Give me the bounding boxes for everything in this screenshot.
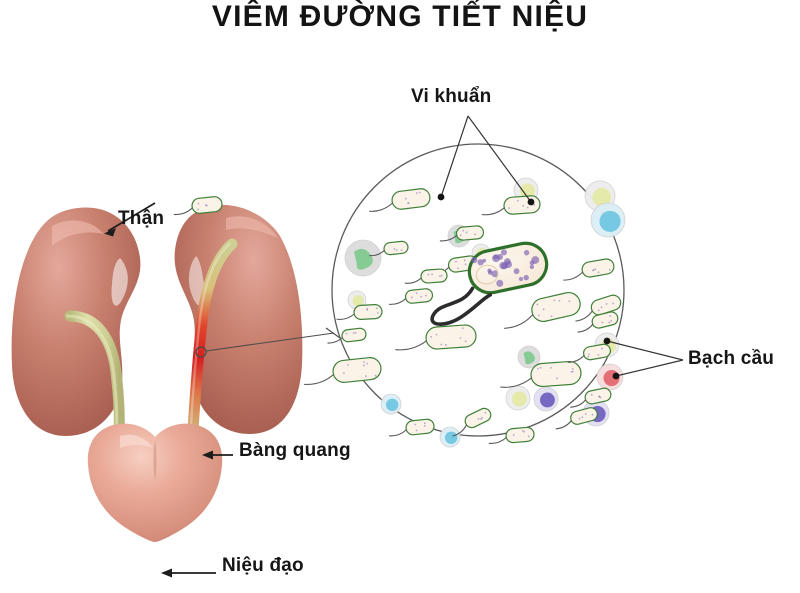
arrow-icon-urethra <box>161 568 216 578</box>
bacterium-icon <box>570 387 612 408</box>
bacterium-icon <box>430 241 549 326</box>
label-leukocyte: Bạch cầu <box>688 348 775 369</box>
bacterium-icon <box>369 188 431 212</box>
bacterium-icon <box>500 360 582 388</box>
zoom-marker-icon <box>195 327 341 358</box>
leukocyte-icon <box>533 386 559 412</box>
label-kidney: Thận <box>118 208 165 229</box>
microbe-field <box>173 177 626 448</box>
label-urethra: Niệu đạo <box>222 555 304 576</box>
bacteria-leader-lines <box>437 115 535 206</box>
label-bladder: Bàng quang <box>239 440 351 461</box>
bacterium-icon <box>395 324 477 351</box>
bacterium-icon <box>388 288 434 305</box>
leukocyte-icon <box>505 385 531 411</box>
bacterium-icon <box>555 407 598 430</box>
leukocyte-leader-lines <box>603 337 684 380</box>
bacterium-icon <box>303 357 382 385</box>
inflamed-ureter-icon-right <box>186 238 238 454</box>
leukocyte-icon <box>517 345 541 369</box>
bacterium-icon <box>173 196 223 216</box>
bacterium-icon <box>452 407 492 437</box>
bacterium-icon <box>404 268 448 284</box>
bacterium-icon <box>504 291 581 329</box>
bacterium-icon <box>439 225 485 242</box>
leukocyte-icon <box>439 426 461 448</box>
label-bacteria: Vi khuẩn <box>411 86 492 107</box>
bacterium-icon <box>563 258 615 281</box>
bacterium-icon <box>575 294 622 322</box>
leukocyte-icon <box>590 202 626 238</box>
bacterium-icon <box>577 311 619 333</box>
bacterium-icon <box>388 418 435 437</box>
bacterium-icon <box>336 304 383 320</box>
bacterium-icon <box>369 240 409 257</box>
bacterium-icon <box>488 426 535 444</box>
leukocyte-icon <box>344 239 382 277</box>
arrow-icon-bladder <box>202 450 233 460</box>
arrow-icon-kidney <box>104 202 156 237</box>
bacterium-icon <box>567 343 611 363</box>
kidney-icon-right <box>174 204 303 434</box>
leukocyte-icon <box>380 393 402 415</box>
bladder-icon <box>87 423 223 542</box>
page-title: VIÊM ĐƯỜNG TIẾT NIỆU <box>211 0 589 33</box>
bacterium-icon <box>327 327 367 344</box>
